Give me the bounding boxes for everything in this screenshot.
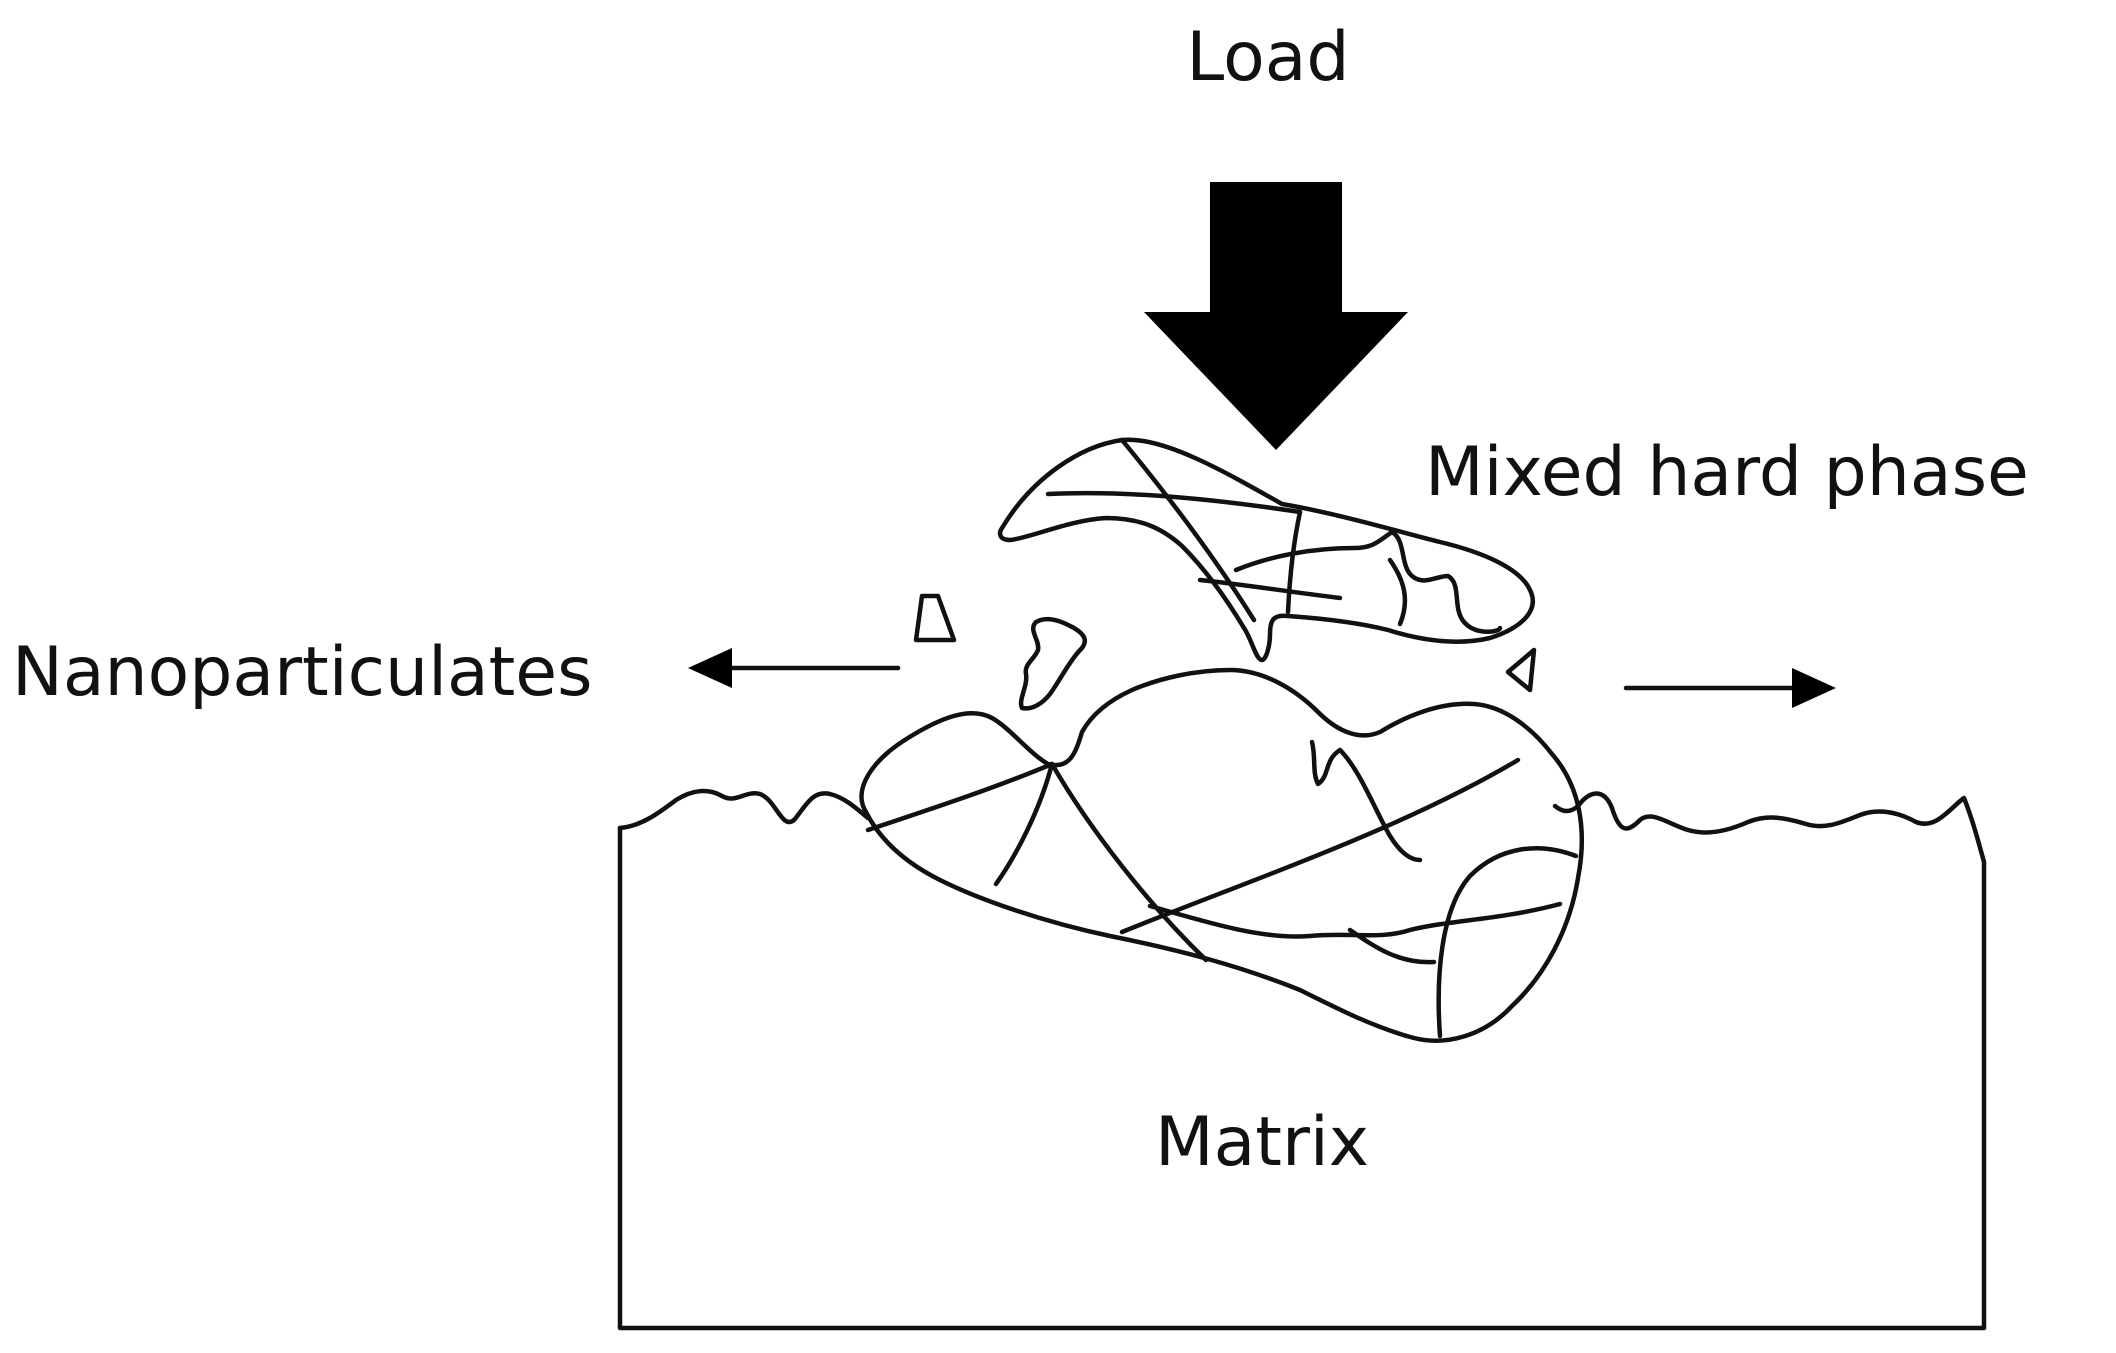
upper-fragment-crack-6 <box>1387 557 1408 627</box>
nanoparticle-1 <box>913 593 957 643</box>
lower-particle-crack-5 <box>1147 901 1563 939</box>
matrix-surface-left <box>617 788 871 831</box>
lower-particle-crack-4 <box>1119 757 1521 935</box>
lower-particle-crack-8 <box>1347 927 1437 965</box>
ejection-arrow-right-head <box>1792 668 1836 708</box>
nanoparticle-3 <box>1505 647 1537 693</box>
lower-particle-crack-2 <box>993 761 1055 887</box>
load-arrow <box>1144 182 1408 450</box>
hard-phase-fragment-upper <box>997 437 1535 663</box>
lower-particle-crack-1 <box>865 761 1055 833</box>
hard-phase-particle-lower <box>859 667 1585 1043</box>
upper-fragment-crack-1 <box>1119 437 1257 623</box>
lower-particle-crack-3 <box>1049 761 1209 963</box>
lower-particle-crack-6 <box>1309 739 1423 863</box>
upper-fragment-crack-3 <box>1285 509 1303 615</box>
nanoparticulates-label: Nanoparticulates <box>12 633 593 712</box>
mixed-hard-phase-label: Mixed hard phase <box>1425 433 2029 512</box>
ejection-arrow-left-head <box>688 648 732 688</box>
lower-particle-crack-7 <box>1436 846 1579 1039</box>
upper-fragment-crack-4 <box>1233 529 1503 634</box>
nanoparticle-2 <box>1018 616 1087 711</box>
load-label: Load <box>1186 18 1349 97</box>
matrix-label: Matrix <box>1155 1103 1369 1182</box>
upper-fragment-crack-5 <box>1197 577 1343 601</box>
matrix-block <box>617 791 1987 1331</box>
upper-fragment-crack-2 <box>1045 490 1303 515</box>
